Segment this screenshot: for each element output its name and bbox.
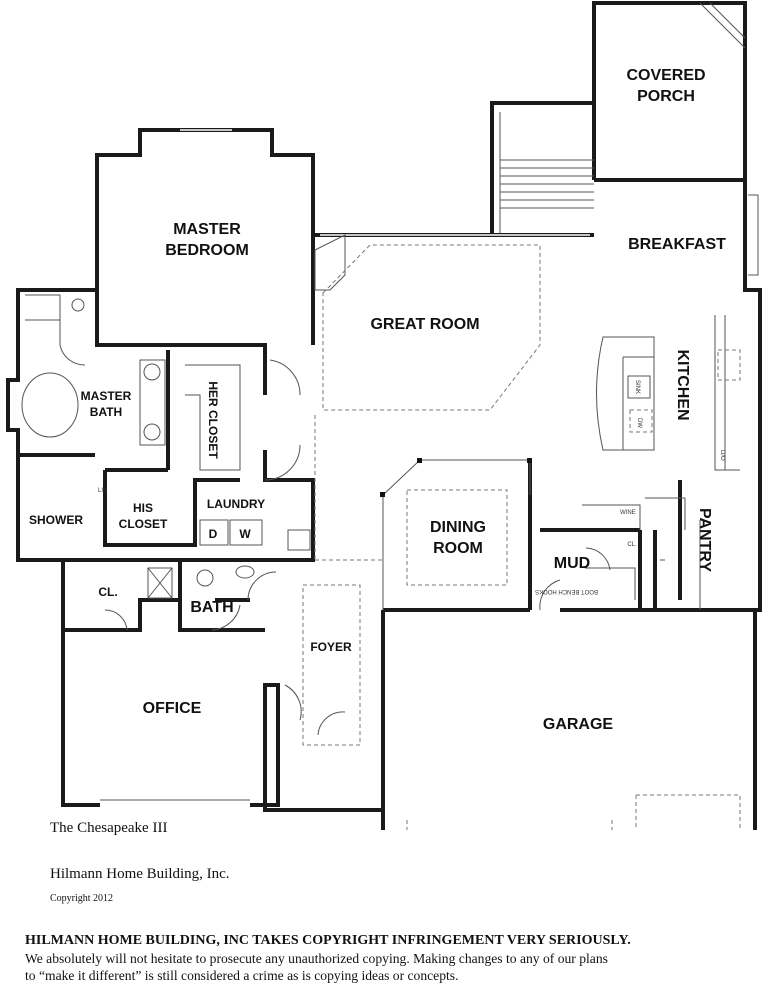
label-dishwasher: DW	[636, 418, 642, 428]
label-master-bath-2: BATH	[90, 405, 122, 419]
label-her-closet: HER CLOSET	[206, 381, 220, 459]
notice-line-2: to “make it different” is still consider…	[25, 968, 459, 983]
label-office: OFFICE	[143, 700, 202, 717]
label-sink: SINK	[634, 380, 640, 394]
copyright: Copyright 2012	[50, 893, 114, 904]
label-office-closet: CL.	[98, 585, 117, 599]
plan-name: The Chesapeake III	[50, 820, 168, 836]
label-covered-porch: COVERED	[626, 67, 705, 84]
label-dining-room: DINING	[430, 519, 486, 536]
label-foyer: FOYER	[310, 640, 352, 654]
label-mud-closet: CL.	[627, 542, 637, 548]
label-covered-porch-2: PORCH	[637, 88, 695, 105]
label-pantry: PANTRY	[696, 508, 713, 572]
label-his-closet: HIS	[133, 501, 153, 515]
label-his-closet-2: CLOSET	[119, 517, 168, 531]
notice-line-1: We absolutely will not hesitate to prose…	[25, 951, 608, 966]
label-washer: W	[239, 527, 251, 541]
floor-plan: COVERED PORCH MASTER BEDROOM GREAT ROOM …	[6, 1, 762, 830]
label-master-bath: MASTER	[81, 389, 132, 403]
label-master-bedroom-2: BEDROOM	[165, 242, 249, 259]
label-dryer: D	[209, 527, 218, 541]
interior-walls	[18, 244, 741, 746]
label-dining-room-2: ROOM	[433, 540, 483, 557]
label-oven: D/O	[719, 450, 725, 461]
notice-headline: HILMANN HOME BUILDING, INC TAKES COPYRIG…	[25, 933, 631, 948]
label-wine: WINE	[620, 510, 636, 516]
label-great-room: GREAT ROOM	[370, 316, 479, 333]
label-master-bedroom: MASTER	[173, 221, 241, 238]
label-bath: BATH	[190, 599, 233, 616]
label-laundry: LAUNDRY	[207, 497, 265, 511]
room-labels: COVERED PORCH MASTER BEDROOM GREAT ROOM …	[29, 67, 726, 733]
builder-name: Hilmann Home Building, Inc.	[50, 866, 230, 882]
label-garage: GARAGE	[543, 716, 614, 733]
label-boot-bench: BOOT BENCH HOOKS	[535, 588, 598, 594]
label-kitchen: KITCHEN	[674, 349, 691, 420]
label-breakfast: BREAKFAST	[628, 236, 726, 253]
label-mud: MUD	[554, 555, 590, 572]
label-shower: SHOWER	[29, 513, 83, 527]
label-lin: LIN	[98, 488, 107, 494]
